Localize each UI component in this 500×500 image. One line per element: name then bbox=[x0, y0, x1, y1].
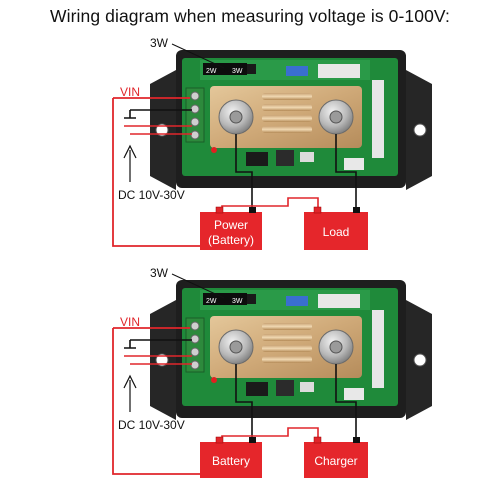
pcb-component bbox=[344, 388, 364, 400]
diagram-title: Wiring diagram when measuring voltage is… bbox=[49, 6, 451, 26]
leader-3w bbox=[171, 43, 225, 69]
pcb-right-header bbox=[372, 310, 384, 388]
power-box bbox=[200, 212, 262, 250]
pcb-led bbox=[211, 377, 217, 383]
current-arrow bbox=[123, 374, 137, 412]
pcb-component bbox=[276, 150, 294, 166]
terminal-screw bbox=[190, 347, 200, 357]
wire-sense-black bbox=[124, 109, 192, 119]
terminal-pos bbox=[313, 206, 322, 214]
shunt-coil bbox=[262, 126, 312, 133]
battery-box bbox=[200, 442, 262, 478]
terminal-screw bbox=[190, 360, 200, 370]
wire-vin bbox=[112, 98, 214, 247]
bolt-right-nut bbox=[329, 110, 343, 124]
jumper-mark-3w: 3W bbox=[232, 298, 243, 305]
terminal-screw bbox=[190, 104, 200, 114]
label-3w: 3W bbox=[150, 266, 169, 280]
terminal-block bbox=[185, 87, 205, 143]
shunt-coil bbox=[262, 93, 312, 100]
load-box-label: Load bbox=[323, 225, 350, 239]
bolt-left-nut bbox=[229, 340, 243, 354]
panel-battery-charger: 2W 3W 3W VIN DC 10V-30V Battery Charger bbox=[112, 266, 432, 478]
pcb-right-header bbox=[372, 80, 384, 158]
shunt-coil bbox=[262, 115, 312, 122]
shunt-coil bbox=[262, 323, 312, 330]
terminal-screw bbox=[190, 321, 200, 331]
shunt-coil bbox=[262, 345, 312, 352]
load-box bbox=[304, 212, 368, 250]
terminal-screw bbox=[190, 117, 200, 127]
pcb-led bbox=[211, 147, 217, 153]
shunt-coil bbox=[262, 104, 312, 111]
jumper-mark-2w: 2W bbox=[206, 68, 217, 75]
terminal-pos bbox=[313, 436, 322, 444]
pcb-component bbox=[300, 152, 314, 162]
power-box-line2: (Battery) bbox=[208, 233, 254, 247]
mount-hole-right bbox=[413, 123, 427, 137]
pcb-blue-part bbox=[286, 66, 308, 76]
battery-box-label: Battery bbox=[212, 454, 250, 468]
terminal-neg bbox=[249, 207, 256, 213]
mount-hole-left bbox=[155, 353, 169, 367]
pcb-component bbox=[246, 152, 268, 166]
power-box-line1: Power bbox=[214, 218, 248, 232]
charger-box-label: Charger bbox=[314, 454, 357, 468]
mount-hole-left bbox=[155, 123, 169, 137]
pcb-component bbox=[300, 382, 314, 392]
terminal-pos bbox=[215, 436, 224, 444]
shunt-coil bbox=[262, 334, 312, 341]
terminal-screw bbox=[190, 130, 200, 140]
jumper-mark-2w: 2W bbox=[206, 298, 217, 305]
wire-vin bbox=[112, 328, 214, 475]
wire-power-to-load bbox=[221, 197, 319, 214]
terminal-screw bbox=[190, 334, 200, 344]
bolt-right-nut bbox=[329, 340, 343, 354]
label-3w: 3W bbox=[150, 36, 169, 50]
pcb-white-connector bbox=[318, 294, 360, 308]
wire-left-bolt bbox=[235, 364, 253, 444]
shunt-coil bbox=[262, 356, 312, 363]
pcb-component bbox=[276, 380, 294, 396]
pcb-white-connector bbox=[318, 64, 360, 78]
label-vin: VIN bbox=[120, 85, 140, 99]
jumper-mark-3w: 3W bbox=[232, 68, 243, 75]
wire-left-bolt bbox=[235, 134, 253, 214]
jumper-box bbox=[203, 63, 247, 75]
charger-box bbox=[304, 442, 368, 478]
terminal-screw bbox=[190, 91, 200, 101]
terminal-block bbox=[185, 317, 205, 373]
wire-battery-to-charger bbox=[221, 427, 319, 444]
leader-3w bbox=[171, 273, 225, 299]
label-dc-range: DC 10V-30V bbox=[118, 418, 185, 432]
bolt-left-nut bbox=[229, 110, 243, 124]
panel-voltage-load: 2W 3W 3W VIN DC 10V-30V Power (Battery) … bbox=[112, 36, 432, 250]
jumper-box bbox=[203, 293, 247, 305]
terminal-neg bbox=[353, 437, 360, 443]
terminal-neg bbox=[249, 437, 256, 443]
pcb-blue-part bbox=[286, 296, 308, 306]
wire-right-bolt bbox=[335, 364, 357, 444]
pcb-component bbox=[246, 382, 268, 396]
label-vin: VIN bbox=[120, 315, 140, 329]
wire-right-bolt bbox=[335, 134, 357, 214]
terminal-neg bbox=[353, 207, 360, 213]
terminal-pos bbox=[215, 206, 224, 214]
current-arrow bbox=[123, 144, 137, 182]
wire-sense-black bbox=[124, 339, 192, 349]
label-dc-range: DC 10V-30V bbox=[118, 188, 185, 202]
mount-hole-right bbox=[413, 353, 427, 367]
pcb-component bbox=[344, 158, 364, 170]
